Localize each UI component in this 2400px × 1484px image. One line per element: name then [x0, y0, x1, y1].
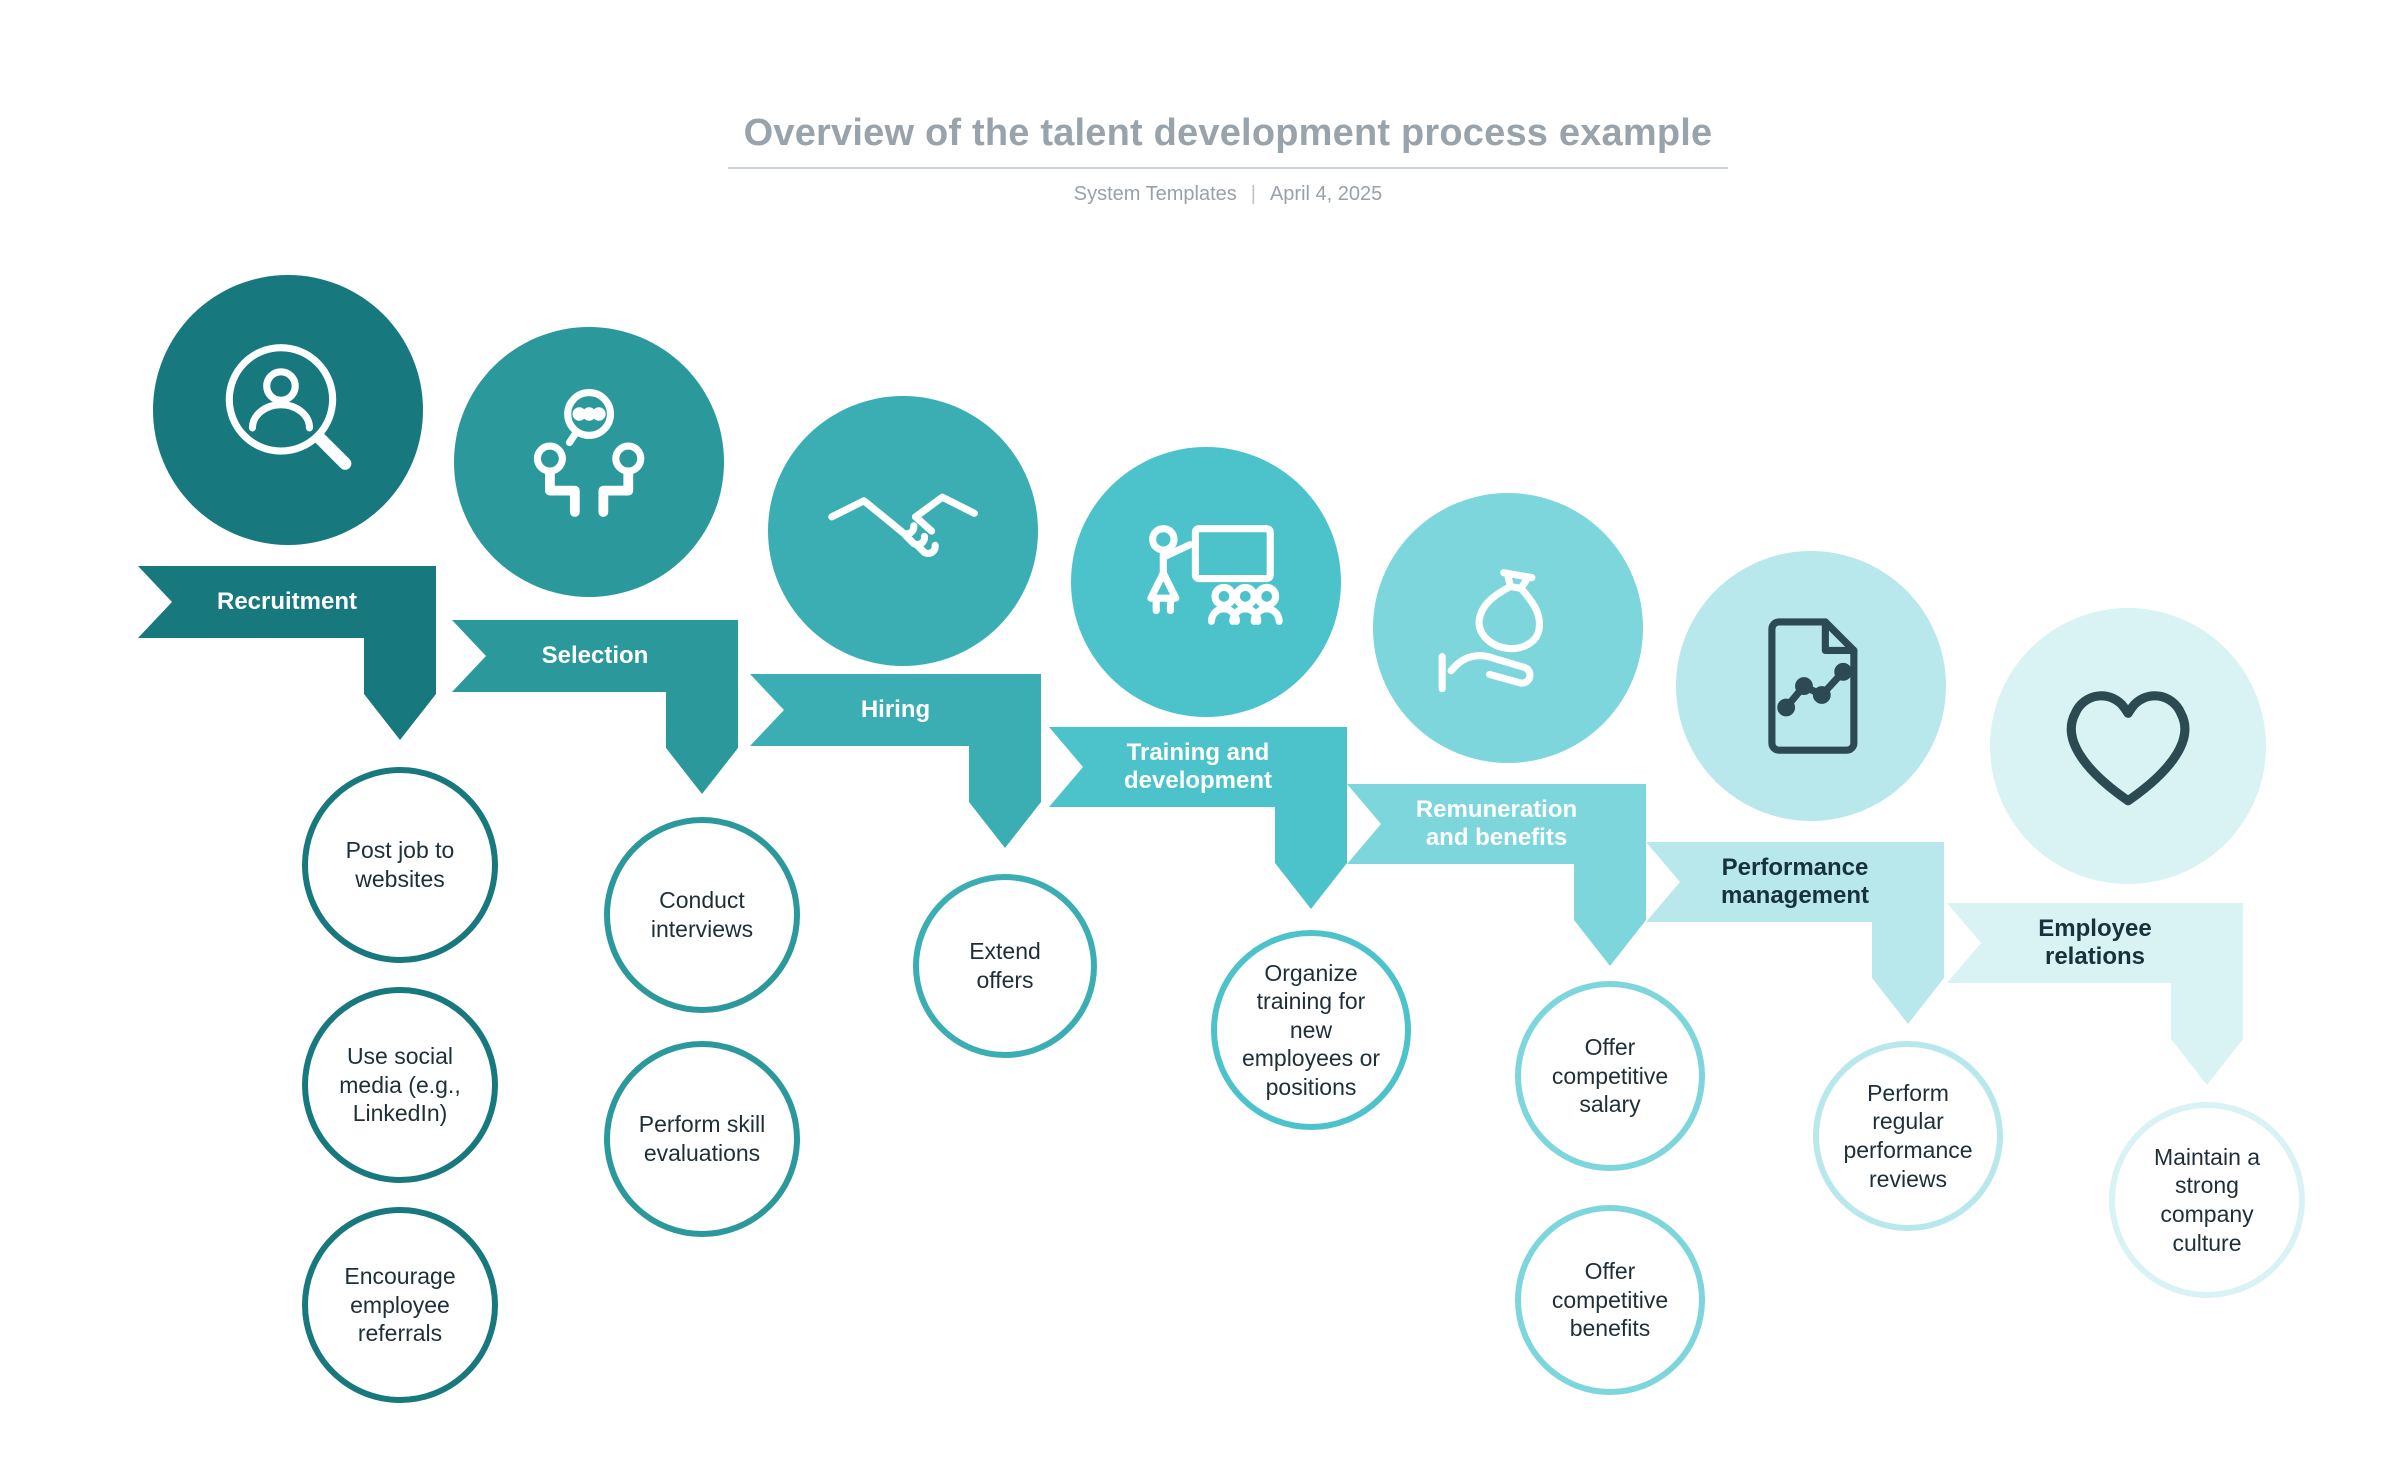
money-bag-hand-icon: [1438, 569, 1543, 693]
bullet-circle: Post job to websites: [302, 767, 498, 963]
bullet-circle: Maintain a strong company culture: [2109, 1102, 2305, 1298]
bullet-circle: Offer competitive salary: [1515, 981, 1705, 1171]
performance-report-icon: [1768, 618, 1858, 754]
byline-date: April 4, 2025: [1269, 183, 1383, 205]
bullet-text: Encourage employee referrals: [344, 1263, 456, 1347]
bullet-text: Extend offers: [969, 938, 1041, 993]
employee-relations-banner-ribbon: [1947, 903, 2243, 1085]
handshake-icon: [828, 493, 978, 557]
employee-relations-banner: Employee relations: [1947, 903, 2243, 1085]
selection-banner-ribbon: [452, 620, 738, 794]
stage-label: Hiring: [860, 695, 931, 723]
interview-icon: [533, 388, 645, 517]
hiring-banner-ribbon: [750, 674, 1041, 848]
stage-label: Employee relations: [2038, 914, 2152, 970]
byline: System Templates | April 4, 2025: [698, 183, 1758, 206]
bullet-text: Perform skill evaluations: [638, 1111, 766, 1166]
training-banner: Training and development: [1049, 727, 1347, 909]
bullet-text: Organize training for new employees or p…: [1241, 959, 1381, 1100]
selection-stage-circle: [454, 327, 724, 597]
remuneration-banner: Remuneration and benefits: [1347, 784, 1646, 966]
performance-banner-ribbon: [1646, 842, 1944, 1024]
employee-relations-stage-circle: [1990, 608, 2266, 884]
recruitment-stage-circle: [153, 275, 423, 545]
bullet-circle: Organize training for new employees or p…: [1211, 930, 1411, 1130]
bullet-circle: Perform skill evaluations: [604, 1041, 800, 1237]
bullet-circle: Perform regular performance reviews: [1813, 1041, 2003, 1231]
bullet-circle: Conduct interviews: [604, 817, 800, 1013]
title-underline: [728, 167, 1728, 169]
stage-label: Performance management: [1720, 853, 1870, 909]
bullet-text: Offer competitive benefits: [1551, 1258, 1669, 1342]
stage-label: Training and development: [1123, 738, 1273, 794]
bullet-text: Perform regular performance reviews: [1843, 1079, 1973, 1192]
hiring-banner: Hiring: [750, 674, 1041, 848]
byline-source: System Templates: [1073, 183, 1237, 205]
stage-label: Selection: [541, 641, 649, 669]
training-stage-circle: [1071, 447, 1341, 717]
byline-separator: |: [1250, 183, 1256, 205]
recruitment-banner-ribbon: [138, 566, 436, 740]
training-banner-ribbon: [1049, 727, 1347, 909]
bullet-text: Maintain a strong company culture: [2153, 1143, 2261, 1256]
bullet-text: Use social media (e.g., LinkedIn): [339, 1043, 461, 1127]
stage-label: Remuneration and benefits: [1415, 795, 1578, 851]
bullet-circle: Extend offers: [913, 874, 1097, 1058]
bullet-text: Post job to websites: [345, 837, 455, 892]
training-presentation-icon: [1147, 524, 1283, 625]
hiring-stage-circle: [768, 396, 1038, 666]
bullet-circle: Offer competitive benefits: [1515, 1205, 1705, 1395]
stage-label: Recruitment: [216, 587, 358, 615]
recruitment-banner: Recruitment: [138, 566, 436, 740]
performance-stage-circle: [1676, 551, 1946, 821]
selection-banner: Selection: [452, 620, 738, 794]
page-title: Overview of the talent development proce…: [743, 112, 1713, 154]
bullet-text: Offer competitive salary: [1551, 1034, 1669, 1118]
bullet-circle: Use social media (e.g., LinkedIn): [302, 987, 498, 1183]
remuneration-banner-ribbon: [1347, 784, 1646, 966]
bullet-circle: Encourage employee referrals: [302, 1207, 498, 1403]
bullet-text: Conduct interviews: [650, 887, 754, 942]
performance-banner: Performance management: [1646, 842, 1944, 1024]
header: Overview of the talent development proce…: [698, 112, 1758, 206]
remuneration-stage-circle: [1373, 493, 1643, 763]
person-search-icon: [225, 344, 352, 470]
heart-icon: [2066, 691, 2190, 806]
